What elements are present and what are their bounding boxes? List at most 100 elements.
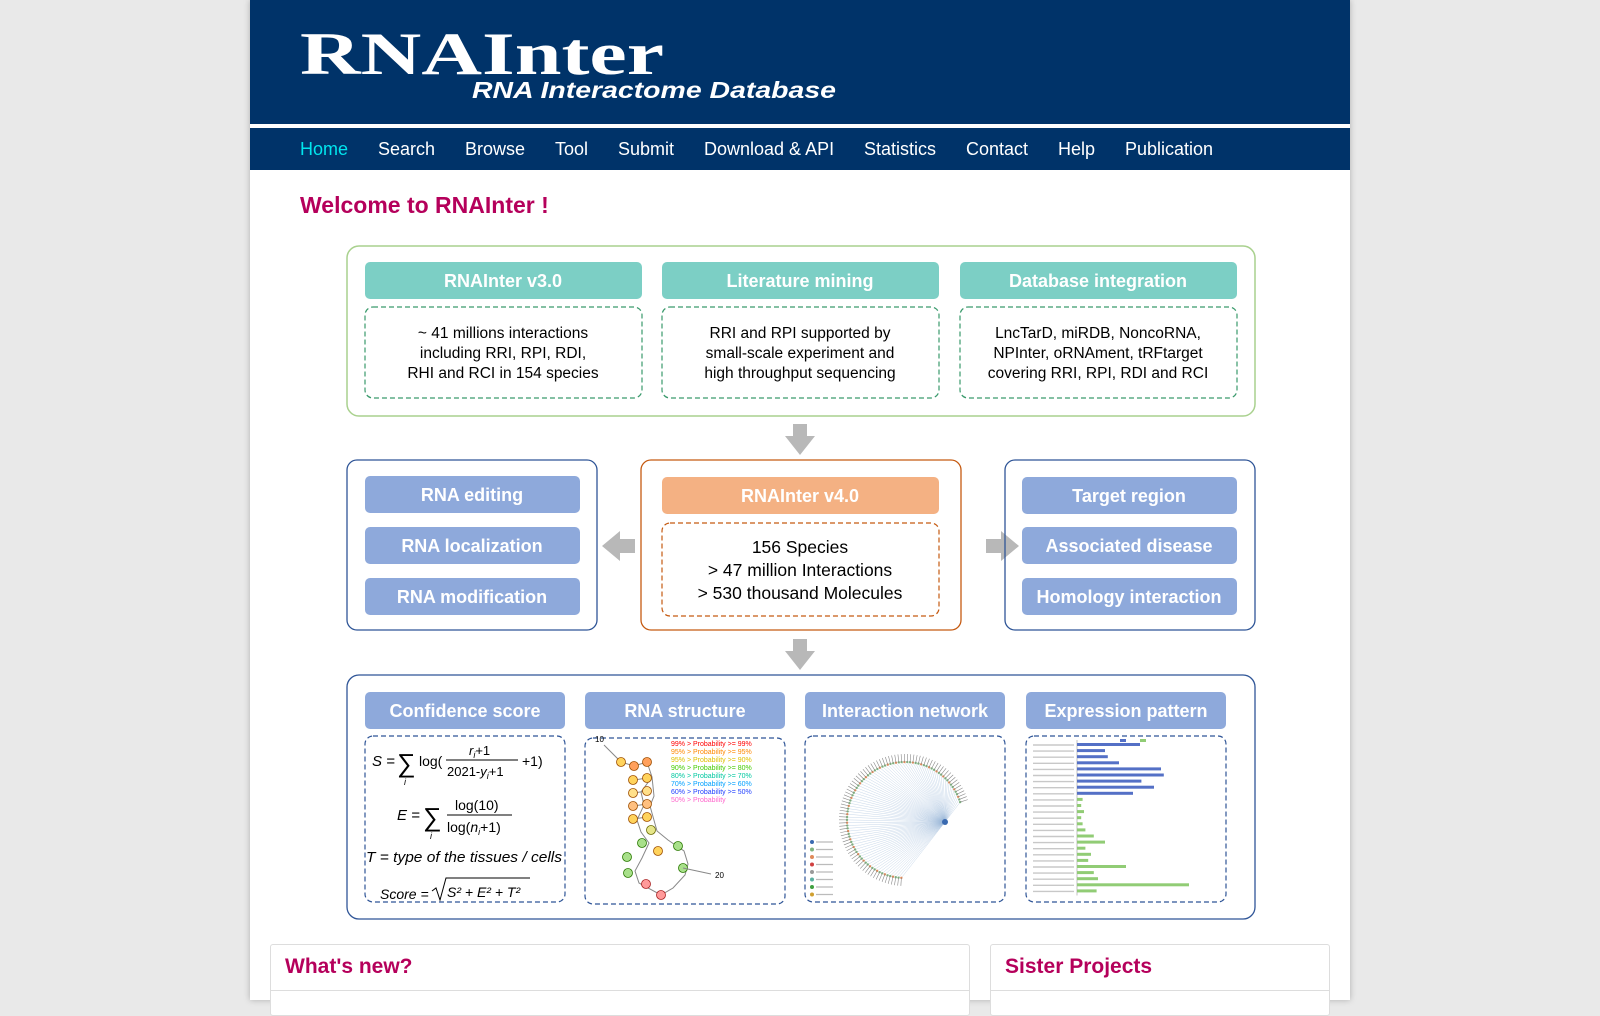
nav-statistics[interactable]: Statistics bbox=[864, 139, 936, 159]
rna-nucleotide bbox=[629, 776, 638, 785]
formula-score-lhs: Score = bbox=[380, 886, 429, 902]
expression-bar bbox=[1077, 847, 1085, 850]
rna-end-label: 20 bbox=[715, 871, 724, 880]
formula-s-tail: +1) bbox=[522, 753, 543, 769]
network-legend-dot bbox=[810, 870, 814, 874]
network-legend-dot bbox=[810, 893, 814, 897]
v4-title: RNAInter v4.0 bbox=[741, 486, 859, 506]
rna-nucleotide bbox=[629, 815, 638, 824]
expression-pattern-panel bbox=[1026, 736, 1226, 902]
expression-bar bbox=[1077, 767, 1161, 770]
expression-bar bbox=[1077, 786, 1154, 789]
v3-desc-2: including RRI, RPI, RDI, bbox=[420, 345, 586, 362]
rna-nucleotide bbox=[630, 762, 639, 771]
expression-bar bbox=[1077, 859, 1088, 862]
arrow-right-icon bbox=[986, 531, 1019, 561]
expression-bar bbox=[1077, 749, 1105, 752]
expression-pattern-title: Expression pattern bbox=[1044, 701, 1207, 721]
literature-desc-3: high throughput sequencing bbox=[704, 365, 895, 382]
expression-legend-swatch bbox=[1140, 739, 1146, 742]
nav-help[interactable]: Help bbox=[1058, 139, 1095, 159]
nav-tool[interactable]: Tool bbox=[555, 139, 588, 159]
rna-structure-title: RNA structure bbox=[624, 701, 745, 721]
expression-bar bbox=[1077, 889, 1097, 892]
integration-desc-2: NPInter, oRNAment, tRFtarget bbox=[993, 345, 1203, 362]
network-legend-dot bbox=[810, 878, 814, 882]
nav-submit[interactable]: Submit bbox=[618, 139, 674, 159]
sum-icon: ∑ bbox=[423, 802, 442, 832]
v4-interactions: > 47 million Interactions bbox=[708, 560, 893, 580]
v3-title: RNAInter v3.0 bbox=[444, 271, 562, 291]
rna-nucleotide bbox=[643, 758, 652, 767]
network-legend-dot bbox=[810, 848, 814, 852]
nav-browse[interactable]: Browse bbox=[465, 139, 525, 159]
nav-home[interactable]: Home bbox=[300, 139, 348, 159]
logo-tagline: RNA Interactome Database bbox=[472, 77, 836, 103]
rna-nucleotide bbox=[647, 826, 656, 835]
formula-e-den: log(ni+1) bbox=[447, 819, 501, 837]
rna-nucleotide bbox=[643, 800, 652, 809]
expression-bar bbox=[1077, 816, 1081, 819]
rna-nucleotide bbox=[638, 839, 647, 848]
formula-s-lhs: S = bbox=[372, 753, 395, 770]
expression-bar bbox=[1077, 871, 1094, 874]
formula-e-lhs: E = bbox=[397, 807, 420, 824]
legend-entry-4: 80% > Probability >= 70% bbox=[671, 773, 752, 780]
expression-bar bbox=[1077, 835, 1094, 838]
expression-bar bbox=[1077, 822, 1083, 825]
rna-nucleotide bbox=[623, 853, 632, 862]
sum-icon: ∑ bbox=[397, 748, 416, 778]
legend-entry-1: 95% > Probability >= 95% bbox=[671, 749, 752, 756]
integration-title: Database integration bbox=[1009, 271, 1187, 291]
expression-bar bbox=[1077, 828, 1085, 831]
v3-desc-3: RHI and RCI in 154 species bbox=[407, 365, 599, 382]
rna-nucleotide bbox=[643, 813, 652, 822]
network-legend-dot bbox=[810, 855, 814, 859]
formula-s-den: 2021-yi+1 bbox=[447, 764, 504, 781]
expression-bar bbox=[1077, 743, 1140, 746]
formula-s-log: log( bbox=[419, 753, 443, 769]
v4-molecules: > 530 thousand Molecules bbox=[698, 583, 903, 603]
nav-publication[interactable]: Publication bbox=[1125, 139, 1213, 159]
nav-search[interactable]: Search bbox=[378, 139, 435, 159]
nav-download-api[interactable]: Download & API bbox=[704, 139, 834, 159]
rnainter-logo[interactable]: RNAInter RNA Interactome Database bbox=[300, 24, 860, 110]
arrow-left-icon bbox=[602, 531, 635, 561]
confidence-score-title: Confidence score bbox=[389, 701, 540, 721]
arrow-down-icon bbox=[785, 639, 815, 670]
literature-desc-2: small-scale experiment and bbox=[706, 345, 895, 362]
v4-species: 156 Species bbox=[752, 537, 849, 557]
literature-title: Literature mining bbox=[726, 271, 873, 291]
homology-interaction-label: Homology interaction bbox=[1036, 587, 1221, 607]
literature-desc-1: RRI and RPI supported by bbox=[710, 325, 891, 342]
expression-bar bbox=[1077, 883, 1189, 886]
formula-score-rhs: S² + E² + T² bbox=[447, 884, 521, 900]
rna-nucleotide bbox=[674, 842, 683, 851]
network-legend-dot bbox=[810, 863, 814, 867]
rna-nucleotide bbox=[657, 891, 666, 900]
target-region-label: Target region bbox=[1072, 486, 1186, 506]
formula-t: T = type of the tissues / cells bbox=[366, 850, 562, 866]
expression-bar bbox=[1077, 865, 1126, 868]
expression-bar bbox=[1077, 853, 1091, 856]
legend-entry-3: 90% > Probability >= 80% bbox=[671, 765, 752, 772]
rna-nucleotide bbox=[624, 869, 633, 878]
probability-legend: 99% > Probability >= 99% 95% > Probabili… bbox=[671, 741, 752, 804]
whats-new-title: What's new? bbox=[285, 955, 413, 979]
nav-contact[interactable]: Contact bbox=[966, 139, 1028, 159]
arrow-down-icon bbox=[785, 424, 815, 455]
formula-e-num: log(10) bbox=[455, 797, 499, 813]
interaction-network-title: Interaction network bbox=[822, 701, 989, 721]
expression-bar bbox=[1077, 810, 1084, 813]
expression-bar bbox=[1077, 804, 1081, 807]
rna-nucleotide bbox=[654, 847, 663, 856]
expression-bar bbox=[1077, 841, 1105, 844]
expression-bar bbox=[1077, 780, 1141, 783]
rna-nucleotide bbox=[643, 774, 652, 783]
overview-diagram: RNAInter v3.0 ~ 41 millions interactions… bbox=[345, 240, 1257, 922]
rna-modification-label: RNA modification bbox=[397, 587, 547, 607]
expression-bar bbox=[1077, 792, 1133, 795]
network-legend-dot bbox=[810, 840, 814, 844]
rna-nucleotide bbox=[629, 789, 638, 798]
expression-bar bbox=[1077, 798, 1083, 801]
